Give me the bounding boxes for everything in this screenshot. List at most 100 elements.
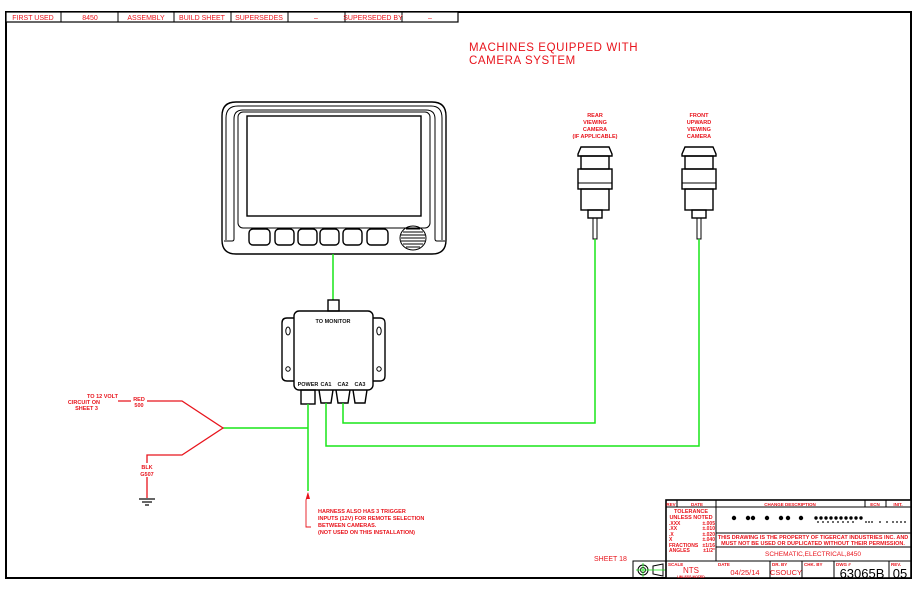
monitor-connector <box>327 299 340 312</box>
monitor-button-5 <box>342 228 363 246</box>
init-header: INIT. <box>893 502 902 507</box>
power-source-label-1: TO 12 VOLT <box>87 394 119 400</box>
drawing-number-value: 63065B <box>840 566 885 581</box>
tolerance-label: ANGLES <box>669 548 691 554</box>
mounting-hole <box>376 366 382 372</box>
monitor-button-4 <box>319 228 340 246</box>
camera-ring <box>577 168 613 190</box>
assembly-label: ASSEMBLY <box>127 15 165 22</box>
camera-cable <box>696 217 702 240</box>
front-camera-label-3: VIEWING <box>687 127 711 133</box>
camera-lens-cap <box>681 146 717 157</box>
camera-cable <box>592 217 598 240</box>
tolerance-value: ±.040 <box>703 537 716 543</box>
monitor-button-3 <box>297 228 318 246</box>
port-label-ca1: CA1 <box>320 382 331 388</box>
first-used-value: 8450 <box>82 15 98 22</box>
supersedes-label: SUPERSEDES <box>235 15 283 22</box>
harness-note-line-4: (NOT USED ON THIS INSTALLATION) <box>318 530 415 536</box>
revision-label: REV. <box>891 562 901 567</box>
harness-note-line-3: BETWEEN CAMERAS. <box>318 523 377 529</box>
mounting-hole <box>376 326 382 336</box>
assembly-value: BUILD SHEET <box>179 15 226 22</box>
tolerance-label: .XXX <box>669 521 681 527</box>
power-source-label-3: SHEET 3 <box>75 406 98 412</box>
scale-label: SCALE <box>668 562 683 567</box>
superseded-by-label: SUPERSEDED BY <box>343 15 403 22</box>
superseded-by-value: – <box>428 15 432 22</box>
black-wire-label: BLK <box>141 465 152 471</box>
drawn-by-label: DR. BY <box>772 562 787 567</box>
proprietary-notice-line-2: MUST NOT BE USED OR DUPLICATED WITHOUT T… <box>721 541 905 547</box>
tolerance-label: FRACTIONS <box>669 543 699 549</box>
power-source-label-2: CIRCUIT ON <box>68 400 100 406</box>
red-wire-number: 500 <box>134 403 143 409</box>
tolerance-value: ±.020 <box>703 532 716 538</box>
harness-note-line-2: INPUTS (12V) FOR REMOTE SELECTION <box>318 516 424 522</box>
monitor-screen <box>246 115 422 217</box>
revision-value: 05 <box>893 566 907 581</box>
power-wiring: TO 12 VOLT CIRCUIT ON SHEET 3 RED 500 BL… <box>68 394 225 506</box>
first-used-label: FIRST USED <box>12 15 54 22</box>
checked-by-label: CHK. BY <box>804 562 823 567</box>
tolerance-label: .X <box>669 532 674 538</box>
mounting-hole <box>285 326 291 336</box>
tolerance-value: ±1/2° <box>703 548 715 554</box>
ground-icon <box>139 498 155 506</box>
tolerance-label: X <box>669 537 673 543</box>
monitor-button-1 <box>248 228 271 246</box>
header-block: FIRST USED 8450 ASSEMBLY BUILD SHEET SUP… <box>5 11 459 23</box>
monitor-button-2 <box>274 228 295 246</box>
revision-history-marks <box>731 515 906 523</box>
port-label-ca3: CA3 <box>354 382 365 388</box>
change-description-header: CHANGE DESCRIPTION <box>764 502 816 507</box>
ca1-connector <box>318 389 334 404</box>
scale-note: UNLESS NOTED <box>677 575 705 579</box>
front-camera-label-4: CAMERA <box>687 134 711 140</box>
title-note-line-2: CAMERA SYSTEM <box>469 55 576 67</box>
rear-camera-label-1: REAR <box>587 113 603 119</box>
third-angle-projection-icon <box>632 560 667 579</box>
scale-value: NTS <box>683 566 699 575</box>
black-wire-number: G507 <box>140 472 153 478</box>
to-monitor-label: TO MONITOR <box>316 319 351 325</box>
rev-header: REV <box>666 502 675 507</box>
ca2-connector <box>335 389 351 404</box>
mounting-hole <box>285 366 291 372</box>
front-camera-label-2: UPWARD <box>687 120 711 126</box>
junction-box: TO MONITOR POWER CA1 CA2 CA3 <box>281 299 386 405</box>
supersedes-value: – <box>314 15 318 22</box>
ca3-connector <box>352 389 368 404</box>
tolerance-label: .XX <box>669 526 678 532</box>
drawing-number-label: DWG # <box>836 562 851 567</box>
rear-camera: REAR VIEWING CAMERA (IF APPLICABLE) <box>572 113 618 240</box>
camera-ring <box>681 168 717 190</box>
red-wire-label: RED <box>133 397 145 403</box>
date-header: DATE <box>691 502 703 507</box>
sheet-number: SHEET 18 <box>594 556 627 563</box>
camera-monitor <box>221 101 447 255</box>
ca2-to-rear-camera-wire <box>342 239 596 424</box>
speaker-grille-icon <box>399 225 427 251</box>
power-ground-wire <box>118 400 225 498</box>
date-label: DATE <box>718 562 730 567</box>
drawing-title: SCHEMATIC,ELECTRICAL,8450 <box>765 551 861 558</box>
camera-lens-cap <box>577 146 613 157</box>
harness-note-line-1: HARNESS ALSO HAS 3 TRIGGER <box>318 509 406 515</box>
front-camera: FRONT UPWARD VIEWING CAMERA <box>681 113 717 240</box>
rear-camera-label-2: VIEWING <box>583 120 607 126</box>
port-label-ca2: CA2 <box>337 382 348 388</box>
power-connector <box>300 389 316 405</box>
ca1-to-front-camera-wire <box>325 239 700 447</box>
port-label-power: POWER <box>298 382 319 388</box>
proprietary-notice-line-1: THIS DRAWING IS THE PROPERTY OF TIGERCAT… <box>718 535 909 541</box>
harness-note: HARNESS ALSO HAS 3 TRIGGER INPUTS (12V) … <box>305 492 424 536</box>
title-note-line-1: MACHINES EQUIPPED WITH <box>469 42 638 54</box>
date-value: 04/25/14 <box>730 568 759 577</box>
rear-camera-label-3: CAMERA <box>583 127 607 133</box>
tolerance-value: ±.005 <box>703 521 716 527</box>
tolerance-value: ±.010 <box>703 526 716 532</box>
tolerance-value: ±1/16 <box>703 543 716 549</box>
